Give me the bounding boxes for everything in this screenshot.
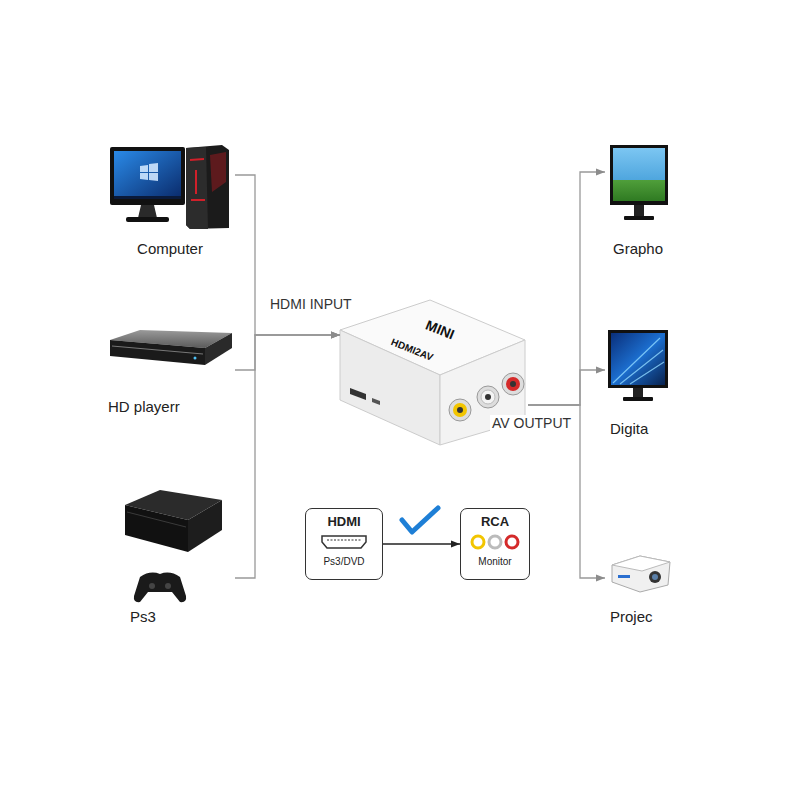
connector-line (383, 543, 460, 545)
box-text: Monitor (478, 556, 511, 568)
edge-label: AV OUTPUT (490, 415, 573, 432)
connector-line (235, 335, 340, 370)
node-label: Projec (610, 608, 653, 626)
rca-jacks-icon (472, 536, 518, 548)
box-text: RCA (481, 514, 509, 530)
player-icon (110, 330, 232, 365)
connector-line (235, 335, 340, 578)
computer-icon (110, 145, 229, 229)
node-label: Computer (137, 240, 203, 258)
node-label: HD playerr (108, 398, 180, 416)
node-label: Ps3 (130, 608, 156, 626)
monitor-icon (610, 145, 668, 220)
projector-icon (612, 556, 670, 592)
node-label: Digita (610, 420, 648, 438)
console-icon (125, 490, 222, 602)
display-node: Projec (605, 550, 675, 629)
device-text: HDMI2AV (389, 336, 435, 364)
display-node: Digita (605, 325, 675, 441)
box-text: HDMI (327, 514, 360, 530)
icon-gap (465, 530, 525, 556)
icon-gap (310, 530, 378, 556)
device-node: Computer (105, 140, 235, 261)
hdmi-connector-icon (322, 536, 366, 548)
node-label: Grapho (613, 240, 663, 258)
edge-label: HDMI INPUT (268, 296, 354, 313)
connector-line (528, 172, 605, 405)
connector-box: RCA Monitor (460, 508, 530, 580)
connector-line (528, 370, 605, 405)
monitor-icon (608, 330, 668, 401)
device-node: HD playerr (105, 330, 235, 419)
device-text: MINI (423, 317, 457, 344)
device-node: Ps3 (105, 485, 235, 629)
box-text: Ps3/DVD (323, 556, 364, 568)
check-mark (402, 508, 438, 532)
connector-box: HDMI Ps3/DVD (305, 508, 383, 580)
display-node: Grapho (605, 140, 675, 261)
